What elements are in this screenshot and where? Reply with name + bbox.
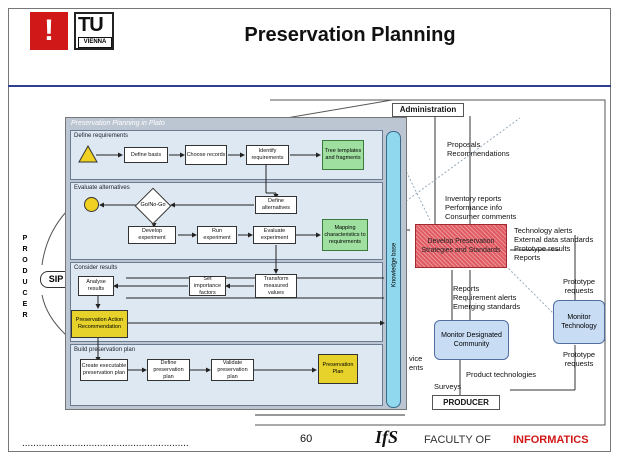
producer-box: PRODUCER xyxy=(432,395,500,410)
tu-vienna-logo: TU VIENNA xyxy=(74,12,114,50)
develop-experiment-box: Develop experiment xyxy=(128,226,176,244)
consumer-comments-label: Consumer comments xyxy=(445,212,517,221)
producer-letter: R xyxy=(22,312,28,319)
producer-bracket-lines xyxy=(41,211,67,336)
prototype-requests-label-2: Prototype requests xyxy=(562,350,596,368)
monitor-community-box: Monitor Designated Community xyxy=(434,320,509,360)
performance-info-label: Performance info xyxy=(445,203,503,212)
section-title: Build preservation plan xyxy=(74,347,136,353)
producer-letter: R xyxy=(22,246,28,253)
surveys-label: Surveys xyxy=(434,382,462,391)
recommendation-box: Preservation Action Recommendation xyxy=(71,310,128,338)
tree-templates-box: Tree templates and fragments xyxy=(322,140,364,170)
create-plan-box: Create executable preservation plan xyxy=(80,359,128,381)
technology-alerts-label: Technology alerts xyxy=(514,226,573,235)
identify-requirements-box: Identify requirements xyxy=(246,145,289,165)
start-circle xyxy=(84,197,99,212)
producer-letter: O xyxy=(22,257,28,264)
knowledge-base-label: Knowledge base xyxy=(391,242,398,288)
producer-vertical-label: P R O D U C E R xyxy=(20,233,30,321)
product-technologies-label: Product technologies xyxy=(466,370,537,379)
evaluate-experiment-box: Evaluate experiment xyxy=(253,226,296,244)
mapping-box: Mapping characteristics to requirements xyxy=(322,219,368,251)
faculty-of-label: FACULTY OF xyxy=(424,434,491,446)
proposals-label: Proposals xyxy=(447,140,481,149)
producer-letter: D xyxy=(22,268,28,275)
ifs-logo: IfS xyxy=(375,427,399,447)
knowledge-base-cylinder: Knowledge base xyxy=(386,131,401,408)
prototype-requests-label-1: Prototype requests xyxy=(562,277,596,295)
slide-title: Preservation Planning xyxy=(244,24,456,46)
producer-letter: E xyxy=(22,301,28,308)
prototype-results-label: Prototype results xyxy=(514,244,571,253)
transform-values-box: Transform measured values xyxy=(255,274,297,298)
service-partial-label: vice xyxy=(409,354,423,363)
define-alternatives-box: Define alternatives xyxy=(255,196,297,214)
reports-right-label: Reports xyxy=(514,253,541,262)
footer-dots: ........................................… xyxy=(22,438,189,449)
inventory-reports-label: Inventory reports xyxy=(445,194,502,203)
ents-partial-label: ents xyxy=(409,363,424,372)
warning-triangle-icon xyxy=(78,145,98,163)
analyse-results-box: Analyse results xyxy=(78,276,114,296)
go-nogo-label: Go/No-Go xyxy=(140,202,166,208)
plato-title: Preservation Planning in Plato xyxy=(71,120,165,127)
validate-plan-box: Validate preservation plan xyxy=(211,359,254,381)
vienna-logo-text: VIENNA xyxy=(78,37,112,48)
plato-workflow-panel: Preservation Planning in Plato Define re… xyxy=(65,117,407,410)
section-title: Evaluate alternatives xyxy=(74,185,130,191)
producer-letter: U xyxy=(22,279,28,286)
monitor-technology-box: Monitor Technology xyxy=(553,300,605,344)
reports-label: Reports xyxy=(453,284,480,293)
emerging-standards-label: Emerging standards xyxy=(453,302,521,311)
tu-logo-text: TU xyxy=(78,14,104,36)
administration-box: Administration xyxy=(392,103,464,117)
run-experiment-box: Run experiment xyxy=(197,226,237,244)
preservation-plan-box: Preservation Plan xyxy=(318,354,358,384)
informatics-label: INFORMATICS xyxy=(513,434,589,446)
producer-letter: C xyxy=(22,290,28,297)
requirement-alerts-label: Requirement alerts xyxy=(453,293,517,302)
define-plan-box: Define preservation plan xyxy=(147,359,190,381)
define-basis-box: Define basis xyxy=(124,147,168,163)
recommendations-label: Recommendations xyxy=(447,149,510,158)
section-title: Define requirements xyxy=(74,133,129,139)
set-importance-box: Set importance factors xyxy=(189,276,226,296)
develop-strategies-box: Develop Preservation Strategies and Stan… xyxy=(415,224,507,268)
header-divider xyxy=(8,85,611,87)
producer-letter: P xyxy=(22,235,28,242)
slide-frame xyxy=(8,8,611,452)
section-title: Consider results xyxy=(74,265,118,271)
choose-records-box: Choose records xyxy=(185,145,227,165)
exclamation-logo: ! xyxy=(30,12,68,50)
page-number: 60 xyxy=(300,433,313,445)
external-data-standards-label: External data standards xyxy=(514,235,594,244)
